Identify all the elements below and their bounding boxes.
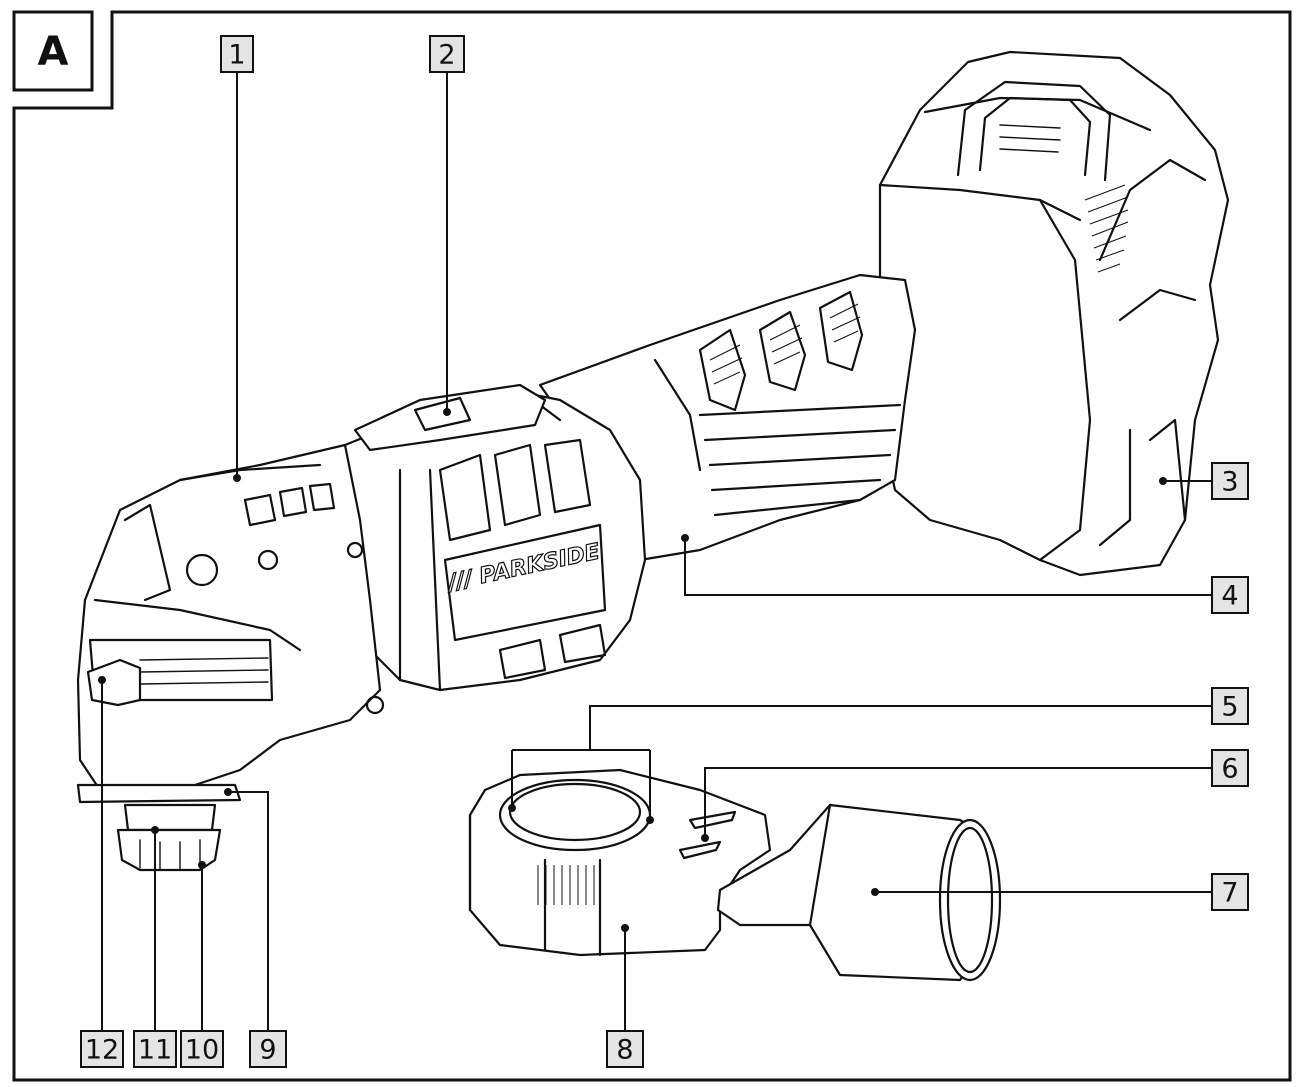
multitool-drawing: /// PARKSIDE [76,50,1230,872]
callout-4: 4 [1211,576,1249,614]
dust-extraction-adapter [468,768,1002,982]
svg-text:7: 7 [1221,878,1238,909]
figure-letter-box [12,10,94,92]
battery-ribs [1084,184,1129,273]
leader-lines [98,72,1212,1031]
callout-8: 8 [606,1030,644,1068]
figure-frame [12,10,1292,1082]
tool-head [76,443,385,792]
svg-text:5: 5 [1221,692,1238,723]
callout-10: 10 [180,1030,224,1068]
callout-11: 11 [133,1030,177,1068]
handle-hatching [709,303,861,385]
callout-7: 7 [1211,873,1249,911]
callout-12: 12 [80,1030,124,1068]
svg-text:11: 11 [138,1035,172,1066]
adapter-knurl [537,865,595,905]
callout-1: 1 [220,35,254,73]
svg-text:3: 3 [1221,467,1238,498]
svg-text:10: 10 [185,1035,219,1066]
svg-text:4: 4 [1221,581,1238,612]
tool-holder [76,783,242,872]
svg-text:1: 1 [228,40,245,71]
callout-5: 5 [1211,687,1249,725]
svg-text:12: 12 [85,1035,119,1066]
motor-housing: /// PARKSIDE [338,383,647,692]
figure-letter: A [38,29,69,75]
callout-3: 3 [1211,462,1249,500]
callout-9: 9 [249,1030,287,1068]
svg-text:6: 6 [1221,754,1238,785]
svg-text:9: 9 [259,1035,276,1066]
battery-pack [878,50,1230,577]
callout-6: 6 [1211,749,1249,787]
svg-text:8: 8 [616,1035,633,1066]
callout-2: 2 [429,35,465,73]
svg-text:2: 2 [438,40,455,71]
